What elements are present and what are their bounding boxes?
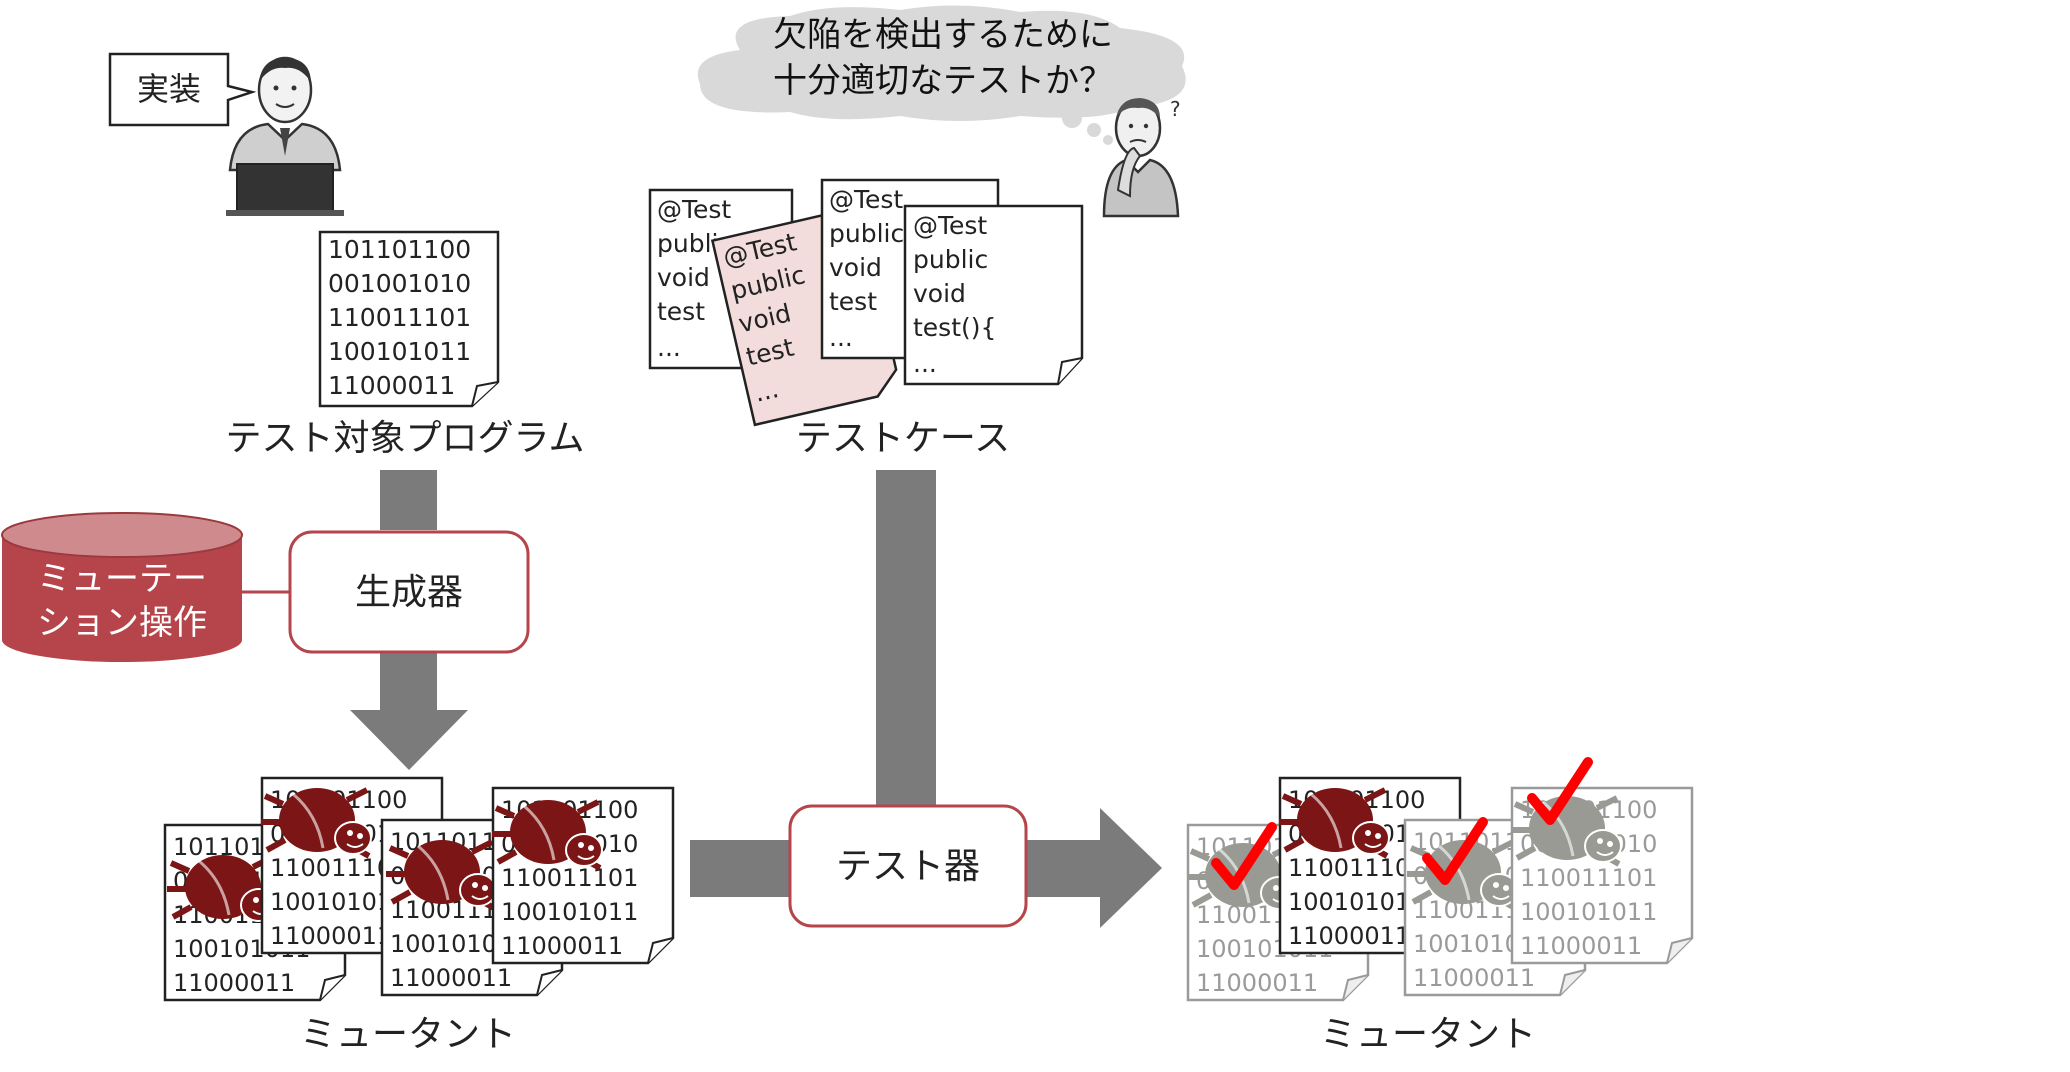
speech-bubble: 実装 (108, 52, 257, 127)
svg-text:...: ... (913, 349, 937, 378)
mutants-right-title: ミュータント (1320, 1014, 1536, 1055)
mutant-document (492, 786, 675, 965)
tester-box: テスト器 (788, 804, 1028, 928)
svg-text:void: void (913, 279, 966, 308)
thought-line-2: 十分適切なテストか？ (773, 61, 1113, 101)
program-line: 001001010 (328, 269, 471, 298)
thinking-person-icon: ? (1102, 97, 1181, 218)
mutants-left-title: ミュータント (300, 1014, 516, 1055)
program-title: テスト対象プログラム (226, 418, 585, 459)
svg-text:void: void (829, 253, 882, 282)
mutation-operators-database: ミューテー ション操作 (1, 512, 243, 662)
question-mark: ? (1170, 97, 1181, 121)
thought-line-1: 欠陥を検出するために (773, 15, 1113, 55)
svg-text:test: test (829, 287, 877, 316)
mutation-db-line-2: ション操作 (37, 603, 207, 643)
svg-text:...: ... (829, 323, 853, 352)
svg-text:@Test: @Test (913, 211, 987, 240)
arrow-testcase-down (876, 470, 936, 812)
svg-text:test(){: test(){ (913, 313, 996, 342)
generator-box: 生成器 (288, 530, 530, 654)
generator-label: 生成器 (355, 572, 463, 613)
svg-text:test: test (657, 297, 705, 326)
svg-text:public: public (829, 219, 904, 248)
arrow-generator-to-mutants (350, 650, 468, 770)
speech-bubble-text: 実装 (137, 70, 201, 108)
tester-label: テスト器 (836, 846, 980, 887)
program-line: 110011101 (328, 303, 471, 332)
program-line: 100101011 (328, 337, 471, 366)
mutants-left-group (163, 776, 675, 1002)
arrow-mutants-to-results (690, 808, 1162, 928)
killed-mutant-document (1511, 762, 1694, 965)
thought-cloud: 欠陥を検出するために 十分適切なテストか？ (697, 5, 1186, 145)
testcase-title: テストケース (796, 418, 1010, 459)
test-case-card-front: @Test public void test(){ ... (903, 204, 1084, 386)
svg-text:void: void (657, 263, 710, 292)
svg-text:@Test: @Test (657, 195, 731, 224)
mutants-right-group (1187, 762, 1694, 1002)
arrow-program-to-generator (380, 470, 437, 530)
program-line: 11000011 (328, 371, 455, 400)
svg-text:@Test: @Test (829, 185, 903, 214)
mutation-db-line-1: ミューテー (37, 559, 207, 599)
svg-text:...: ... (657, 333, 681, 362)
program-document: 101101100 001001010 110011101 100101011 … (318, 230, 500, 408)
program-line: 101101100 (328, 235, 471, 264)
svg-text:public: public (913, 245, 988, 274)
programmer-icon (226, 56, 344, 216)
